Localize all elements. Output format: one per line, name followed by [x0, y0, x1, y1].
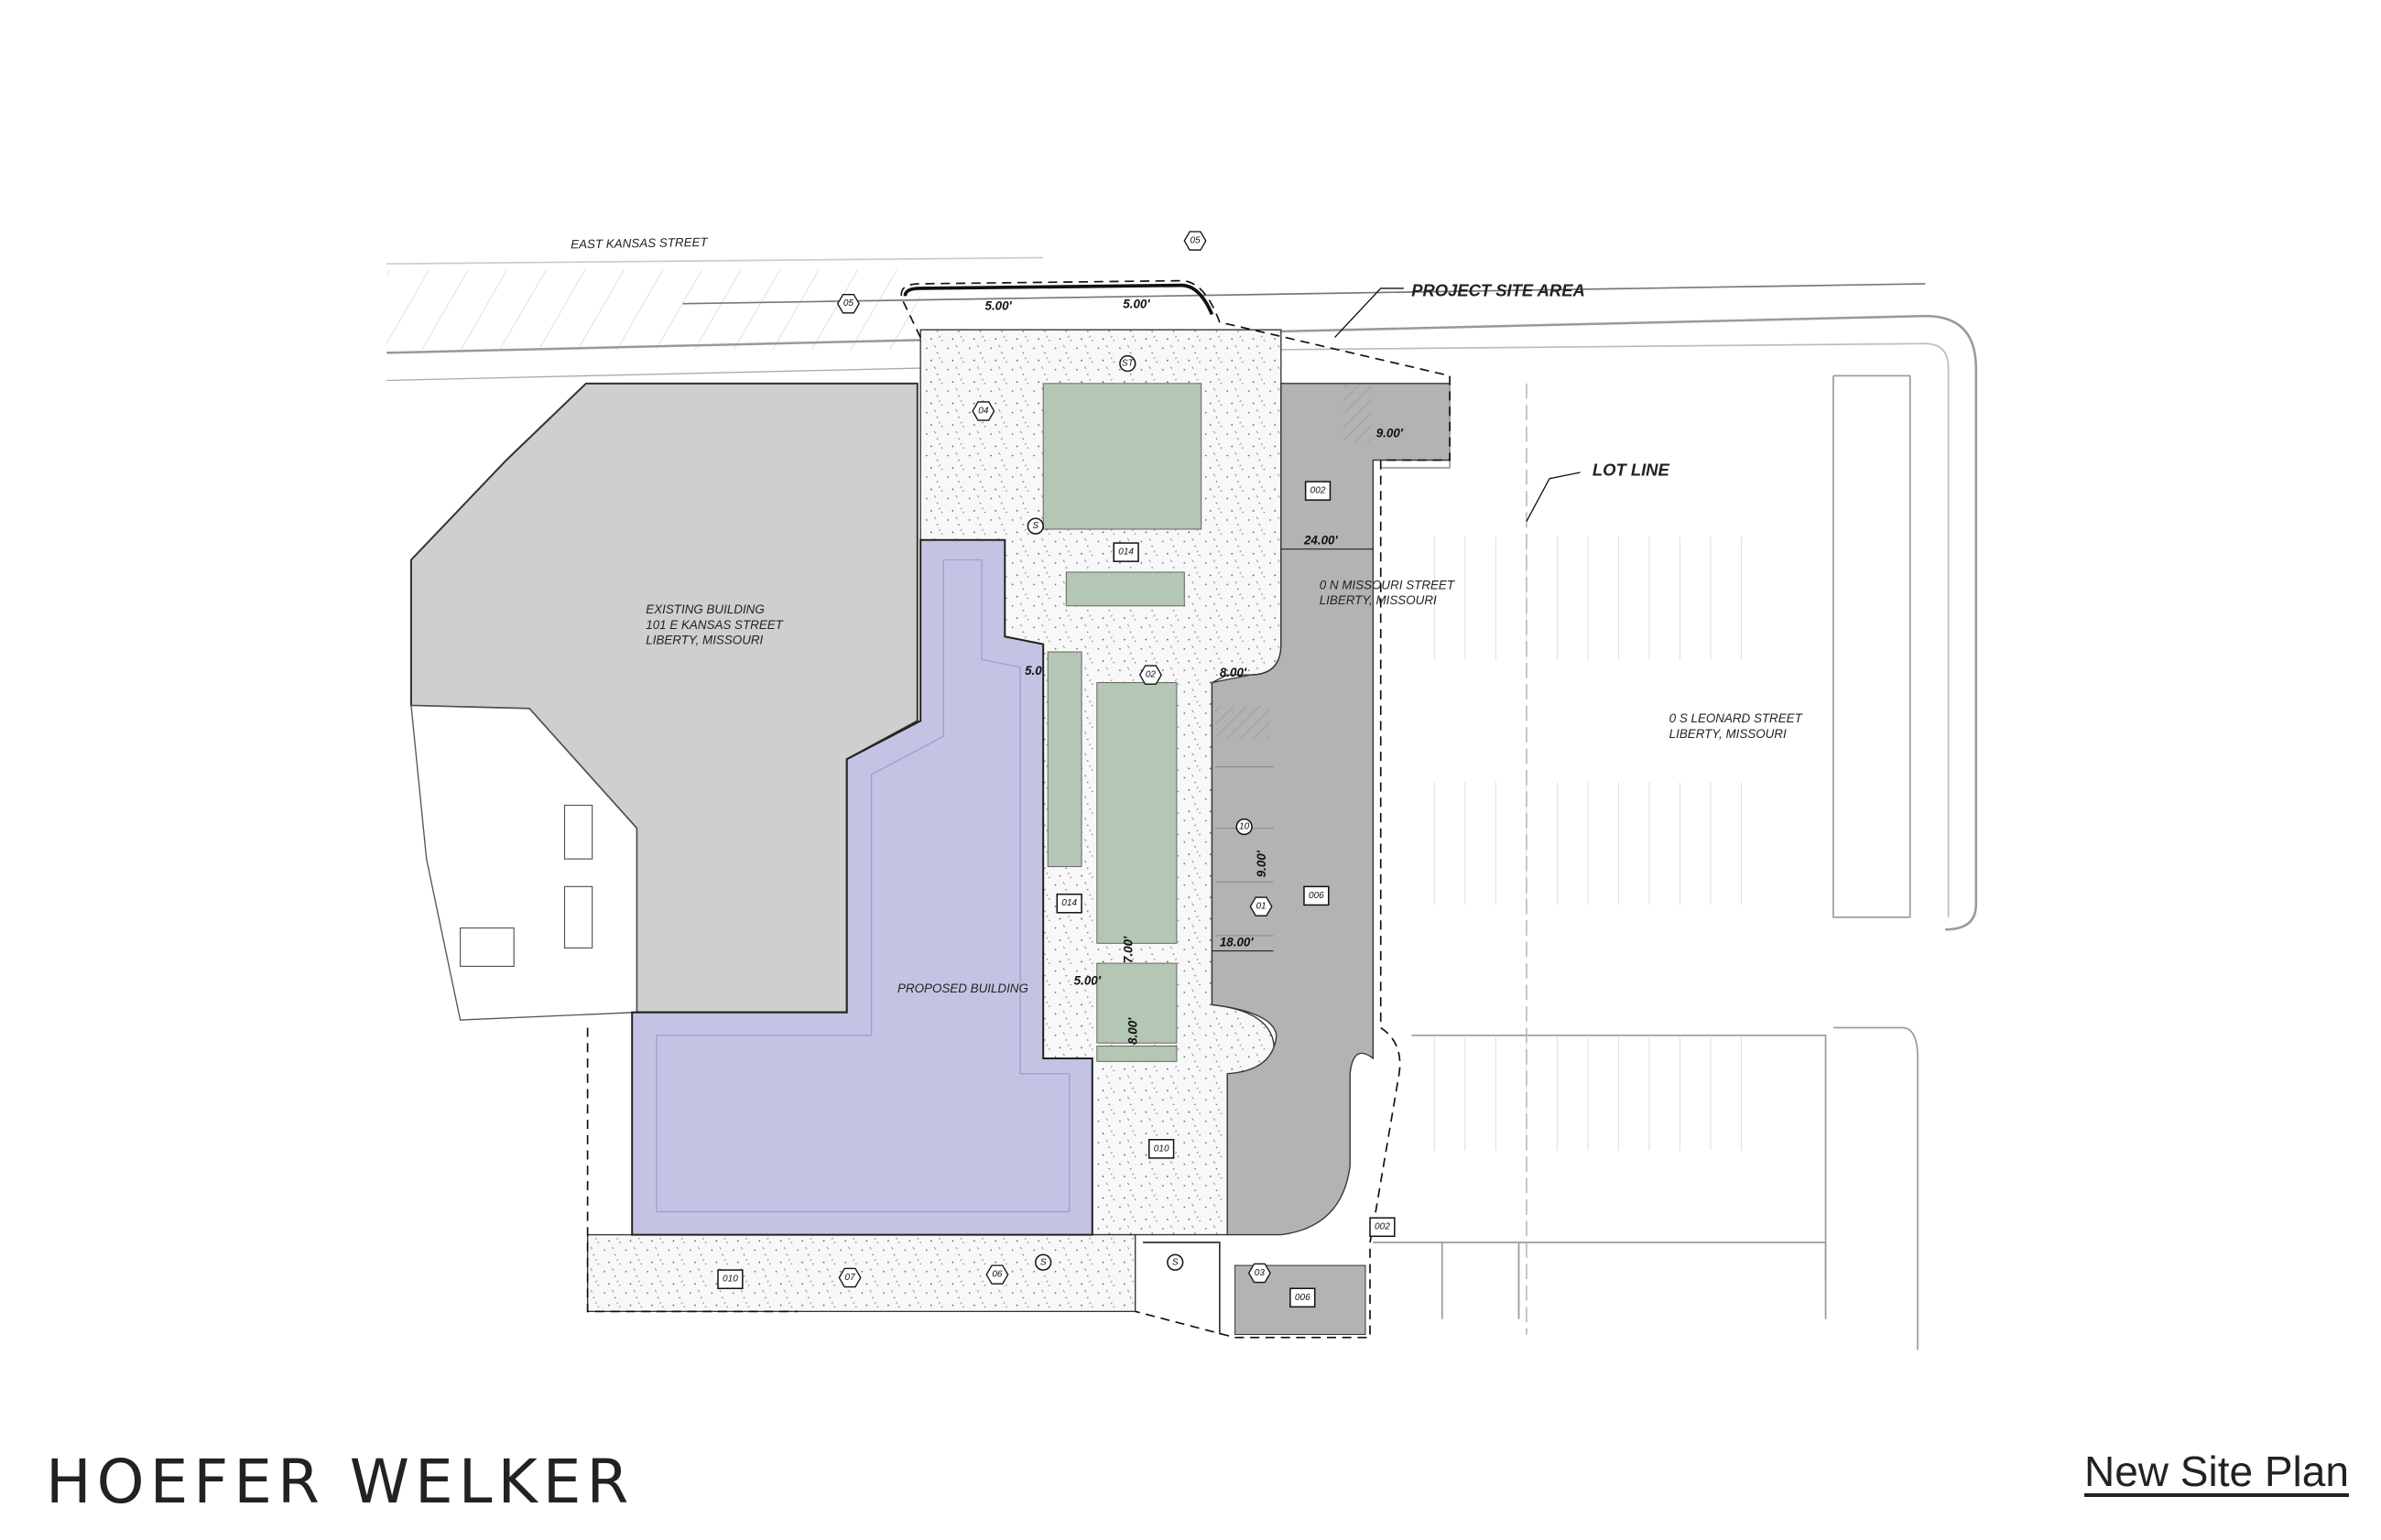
- keynote-hexagon: 07: [838, 1267, 862, 1288]
- dimension-label: 18.00': [1220, 936, 1255, 949]
- keynote-label: 03: [1255, 1268, 1266, 1278]
- symbol-circle: S: [1035, 1253, 1052, 1271]
- symbol-label: ST: [1122, 359, 1135, 369]
- material-tag-label: 014: [1061, 898, 1077, 908]
- symbol-circle: ST: [1119, 354, 1136, 373]
- material-tag: 006: [1303, 885, 1330, 906]
- keynote-label: 07: [844, 1273, 855, 1283]
- dimension-label: 7.00': [1121, 936, 1135, 963]
- keynote-label: 06: [992, 1270, 1003, 1280]
- dimension-label: 5.00': [985, 298, 1013, 312]
- east-kansas-street: EAST KANSAS STREET: [386, 235, 1977, 931]
- lot-line-callout: LOT LINE: [1593, 460, 1670, 479]
- keynote-label: 04: [978, 406, 989, 416]
- keynote-hexagon: 01: [1249, 896, 1273, 916]
- keynote-hexagon: 05: [836, 293, 860, 314]
- dimension-label: 5.00': [1074, 974, 1102, 988]
- accessible-aisle-hatch: [1343, 383, 1372, 442]
- planter-bed: [1096, 682, 1178, 944]
- sheet-title: New Site Plan: [2084, 1448, 2349, 1495]
- dimension-label: 9.00': [1255, 850, 1268, 877]
- keynote-label: 05: [1190, 236, 1201, 246]
- dimension-label: 8.00': [1125, 1017, 1139, 1045]
- symbol-label: S: [1172, 1257, 1179, 1267]
- leader-line: [1333, 287, 1404, 339]
- material-tag-label: 014: [1118, 548, 1134, 558]
- dimensions: 5.00' 5.00' 9.00' 24.00' 8.00' 9.00' 18.…: [985, 298, 1404, 1045]
- project-site-boundary: [586, 279, 1451, 1339]
- dimension-label: 24.00': [1303, 534, 1339, 548]
- dimension-label: 9.00': [1376, 426, 1404, 439]
- street-label: EAST KANSAS STREET: [571, 235, 709, 252]
- material-tag-label: 006: [1295, 1293, 1310, 1303]
- leonard-parcel-label: 0 S LEONARD STREET: [1669, 711, 1803, 725]
- keynote-hexagon: 03: [1247, 1263, 1271, 1284]
- parking-stall-lines: [1433, 537, 1742, 1151]
- material-tag: 014: [1056, 893, 1082, 914]
- keynote-hexagon: 06: [985, 1264, 1009, 1285]
- missouri-parcel-label: 0 N MISSOURI STREET: [1320, 578, 1455, 591]
- proposed-building-label: PROPOSED BUILDING: [897, 981, 1028, 995]
- project-site-area-callout: PROJECT SITE AREA: [1411, 280, 1585, 299]
- leonard-lot: [1373, 374, 1919, 1350]
- material-tag-label: 006: [1309, 891, 1324, 901]
- material-tag-label: 010: [1154, 1144, 1169, 1154]
- planter-bed: [1047, 651, 1082, 868]
- accessible-aisle-hatch: [1214, 705, 1271, 740]
- missouri-parcel-city: LIBERTY, MISSOURI: [1320, 593, 1437, 607]
- material-tag: 010: [717, 1269, 744, 1289]
- company-logo: HOEFER WELKER: [46, 1447, 635, 1517]
- proposed-building-setback: [656, 559, 1071, 1213]
- symbol-circle: 10: [1235, 818, 1253, 836]
- dimension-label: 5.0: [1025, 664, 1042, 678]
- material-tag: 002: [1369, 1217, 1396, 1238]
- leonard-parcel-city: LIBERTY, MISSOURI: [1669, 727, 1787, 741]
- keynote-label: 02: [1146, 670, 1157, 680]
- symbol-label: S: [1032, 521, 1038, 531]
- courtyard-planter: [459, 927, 515, 968]
- existing-building-address: 101 E KANSAS STREET: [646, 618, 783, 632]
- keynotes: 05 05 04 02 01 07 06 03: [836, 231, 1273, 1288]
- symbol-label: 10: [1239, 821, 1250, 831]
- north-curb: [903, 283, 1214, 316]
- material-tag: 002: [1304, 481, 1332, 501]
- planter-bed: [1096, 962, 1178, 1044]
- material-tag: 014: [1113, 542, 1139, 562]
- dimension-label: 8.00': [1220, 666, 1247, 679]
- keynote-label: 01: [1256, 902, 1266, 912]
- landscape-beds: [1042, 383, 1202, 1062]
- keynote-hexagon: 04: [972, 401, 995, 421]
- existing-building-label: EXISTING BUILDING: [646, 602, 764, 616]
- keynote-hexagon: 02: [1138, 665, 1162, 685]
- south-walk-paving: [586, 1233, 1136, 1313]
- symbol-tags: ST S S S 10: [1027, 354, 1253, 1271]
- material-tags: 002 014 014 006 010 010 002 006: [717, 481, 1396, 1308]
- leader-line: [1526, 472, 1581, 522]
- material-tag: 006: [1289, 1287, 1316, 1308]
- planter-bed: [1042, 383, 1202, 530]
- existing-building-city: LIBERTY, MISSOURI: [646, 634, 763, 647]
- symbol-label: S: [1040, 1257, 1047, 1267]
- planter-bed: [1096, 1046, 1178, 1062]
- drive-aisle: [1211, 383, 1451, 1236]
- keynote-label: 05: [843, 298, 854, 309]
- material-tag-label: 002: [1310, 486, 1326, 496]
- material-tag-label: 010: [723, 1274, 738, 1285]
- keynote-hexagon: 05: [1183, 231, 1207, 251]
- planter-bed: [1065, 571, 1185, 607]
- symbol-circle: S: [1167, 1253, 1184, 1271]
- curb-line: [1143, 1242, 1221, 1335]
- dimension-label: 5.00': [1123, 298, 1150, 311]
- material-tag-label: 002: [1375, 1222, 1390, 1232]
- proposed-building: [631, 538, 1093, 1236]
- courtyard-planter: [563, 804, 593, 860]
- material-tag: 010: [1148, 1138, 1175, 1159]
- symbol-circle: S: [1027, 517, 1044, 535]
- courtyard-planter: [563, 885, 593, 949]
